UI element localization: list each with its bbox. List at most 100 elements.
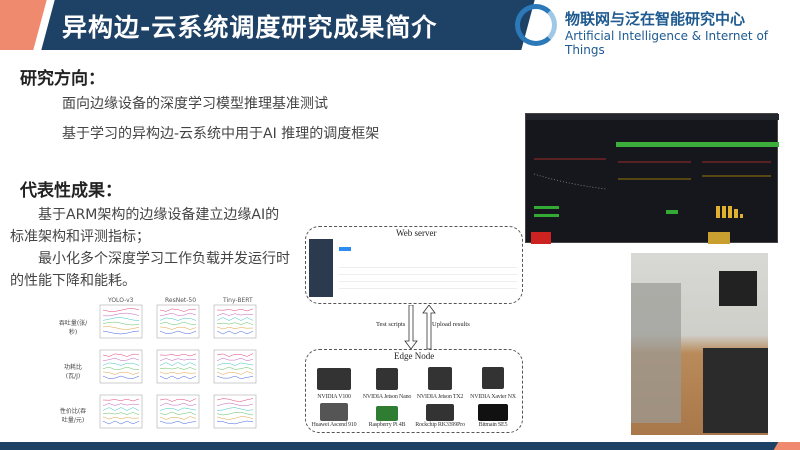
column-title: Tiny-BERT — [223, 297, 253, 304]
edge-device-photo — [631, 253, 768, 435]
mini-charts — [99, 304, 257, 429]
web-server-label: Web server — [396, 228, 437, 238]
test-scripts-label: Test scripts — [376, 321, 406, 328]
row-label: 功耗比(瓦/J) — [63, 364, 82, 380]
mini-chart-series — [102, 317, 140, 321]
mini-chart-series — [102, 353, 139, 357]
mini-chart-series — [102, 362, 140, 366]
mini-chart-series — [102, 398, 140, 402]
mini-chart-series — [102, 366, 140, 370]
mini-chart-series — [216, 420, 254, 425]
mini-chart-series — [159, 358, 197, 362]
logo-en: Artificial Intelligence & Internet of Th… — [565, 29, 769, 57]
mini-chart-series — [216, 398, 254, 402]
device-label: NVIDIA Jetson Nano — [362, 394, 412, 400]
row-label: 性价比(吞吐量/元) — [59, 408, 87, 424]
mini-chart-series — [159, 398, 197, 402]
device-label: NVIDIA V100 — [317, 394, 351, 400]
mini-chart-series — [102, 308, 140, 312]
web-ui-table — [339, 261, 517, 295]
mini-chart-series — [102, 407, 140, 411]
mini-chart-series — [159, 371, 197, 375]
web-ui-sidebar — [309, 239, 333, 297]
row-label: 吞吐量(张/秒) — [58, 320, 88, 336]
device-image — [478, 404, 508, 421]
footer-band — [0, 442, 780, 450]
arrows — [404, 305, 436, 350]
monitoring-dashboard-screenshot — [525, 113, 779, 244]
web-server-box: Web server — [305, 226, 523, 304]
mini-chart-series — [216, 402, 254, 407]
mini-chart-series — [159, 420, 197, 425]
page-title: 异构边-云系统调度研究成果简介 — [62, 13, 438, 42]
device-image — [428, 367, 452, 390]
mini-chart-series — [159, 317, 197, 321]
mini-chart-frame — [213, 394, 257, 429]
mini-chart-series — [216, 362, 254, 366]
mini-chart-series — [102, 375, 140, 379]
mini-chart-frame — [99, 304, 143, 339]
mini-chart-series — [159, 416, 197, 420]
results-heading: 代表性成果： — [20, 181, 122, 201]
mini-chart-series — [216, 326, 254, 330]
device-image — [376, 406, 398, 421]
mini-chart-series — [102, 326, 140, 330]
mini-chart-frame — [156, 304, 200, 339]
device-label: Huawei Ascend 910 — [311, 422, 357, 428]
mini-chart-series — [159, 312, 197, 317]
mini-chart-series — [216, 353, 254, 357]
mini-chart-frame — [99, 349, 143, 384]
mini-chart-series — [159, 402, 197, 407]
web-ui-button — [339, 247, 351, 251]
mini-chart-series — [102, 321, 140, 326]
device-image — [317, 368, 351, 390]
mini-chart-series — [102, 371, 140, 375]
mini-chart-series — [216, 322, 254, 326]
mini-chart-series — [159, 375, 197, 380]
column-title: YOLO-v3 — [108, 297, 134, 304]
up-arrow-icon — [422, 305, 436, 350]
mini-chart-series — [159, 362, 197, 366]
mini-chart-series — [102, 357, 140, 362]
footer-accent — [773, 442, 800, 450]
mini-chart-series — [102, 330, 140, 335]
mini-chart-series — [159, 321, 197, 325]
device-label: Bitmain SE5 — [478, 422, 508, 428]
down-arrow-icon — [404, 305, 418, 350]
edge-node-box: Edge Node NVIDIA V100 NVIDIA Jetson Nano… — [305, 349, 523, 433]
research-item: 面向边缘设备的深度学习模型推理基准测试 — [62, 96, 328, 112]
mini-chart-series — [216, 366, 254, 371]
mini-chart-series — [216, 317, 254, 321]
device-image — [426, 404, 454, 421]
device-image — [482, 367, 504, 389]
device-label: Rockchip RK3399Pro — [415, 422, 465, 428]
column-title: ResNet-50 — [165, 297, 197, 304]
mini-chart-series — [102, 403, 140, 407]
upload-results-label: Upload results — [432, 321, 470, 328]
mini-chart-series — [216, 330, 254, 335]
mini-chart-series — [216, 308, 254, 312]
mini-chart-series — [102, 416, 140, 420]
mini-chart-series — [159, 407, 197, 411]
mini-chart-series — [216, 416, 254, 420]
mini-chart-series — [159, 353, 197, 357]
mini-chart-series — [102, 420, 140, 425]
device-image — [376, 368, 398, 390]
mini-chart-series — [102, 412, 140, 416]
mini-chart-series — [159, 326, 197, 330]
header-accent — [0, 0, 47, 50]
mini-chart-series — [216, 313, 254, 317]
mini-chart-series — [216, 407, 254, 411]
research-item: 基于学习的异构边-云系统中用于AI 推理的调度框架 — [62, 126, 380, 142]
results-para: 基于ARM架构的边缘设备建立边缘AI的标准架构和评测指标； — [10, 207, 280, 245]
results-para: 最小化多个深度学习工作负载并发运行时的性能下降和能耗。 — [10, 251, 290, 289]
logo-cn: 物联网与泛在智能研究中心 — [565, 10, 746, 28]
mini-chart-series — [216, 357, 254, 362]
mini-chart-series — [159, 411, 197, 416]
mini-chart-series — [216, 411, 254, 416]
mini-chart-series — [216, 375, 254, 380]
device-label: Raspberry Pi 4B — [368, 422, 406, 428]
device-label: NVIDIA Xavier NX — [470, 394, 516, 400]
mini-chart-series — [216, 371, 254, 375]
edge-node-label: Edge Node — [394, 351, 435, 361]
